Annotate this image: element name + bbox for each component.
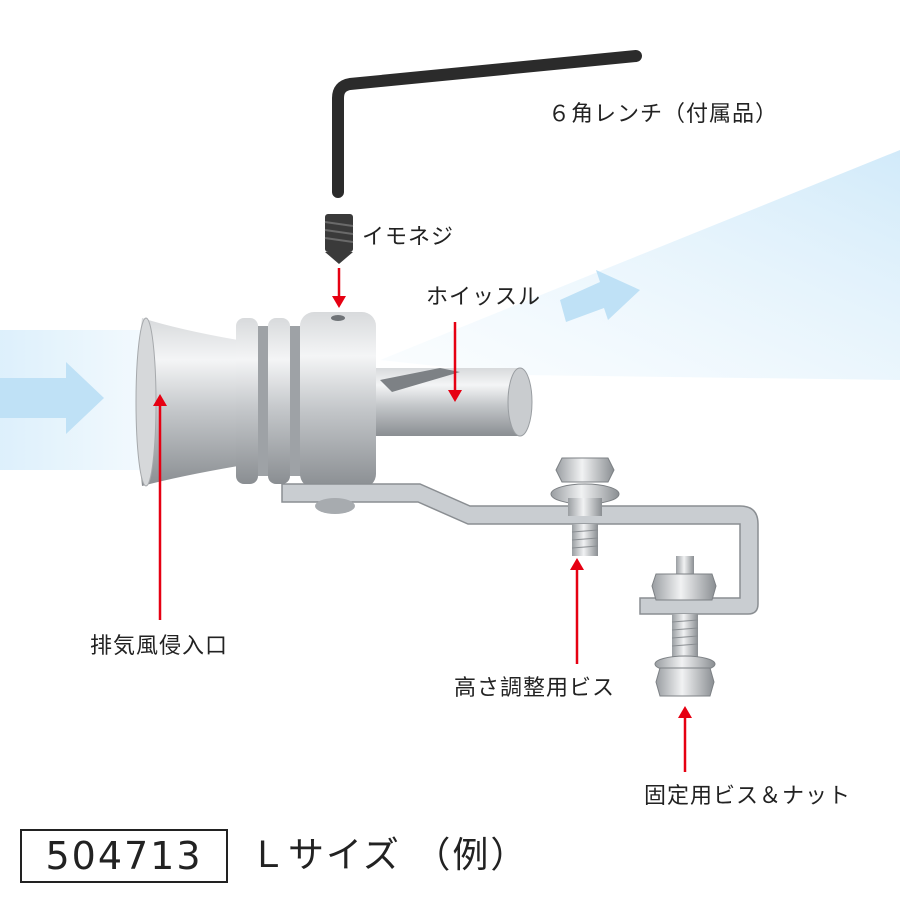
height-screw-label: 高さ調整用ビス xyxy=(454,676,616,701)
height-bolt-arrow xyxy=(570,558,584,664)
fixing-bolt-arrow xyxy=(678,706,692,772)
height-adjust-bolt-icon xyxy=(550,457,620,556)
inlet-arrow xyxy=(153,394,167,620)
exhaust-whistle-body-icon xyxy=(135,312,376,488)
whistle-tube-icon xyxy=(370,367,533,437)
product-code: 504713 xyxy=(20,829,228,883)
fixing-screw-nut-label: 固定用ビス＆ナット xyxy=(644,784,852,809)
hex-wrench-label: ６角レンチ（付属品） xyxy=(548,102,779,127)
whistle-label: ホイッスル xyxy=(426,285,542,310)
exhaust-inlet-label: 排気風侵入口 xyxy=(90,634,229,659)
hex-wrench-icon xyxy=(332,50,642,198)
set-screw-icon xyxy=(324,214,354,264)
size-caption: Ｌサイズ （例） xyxy=(250,835,529,876)
set-screw-label: イモネジ xyxy=(362,225,455,250)
airflow-arrow-icon xyxy=(0,150,900,470)
callout-arrows xyxy=(153,268,692,772)
whistle-arrow xyxy=(448,322,462,402)
set-screw-arrow xyxy=(332,268,346,308)
bolt-nut-icon xyxy=(651,556,717,697)
